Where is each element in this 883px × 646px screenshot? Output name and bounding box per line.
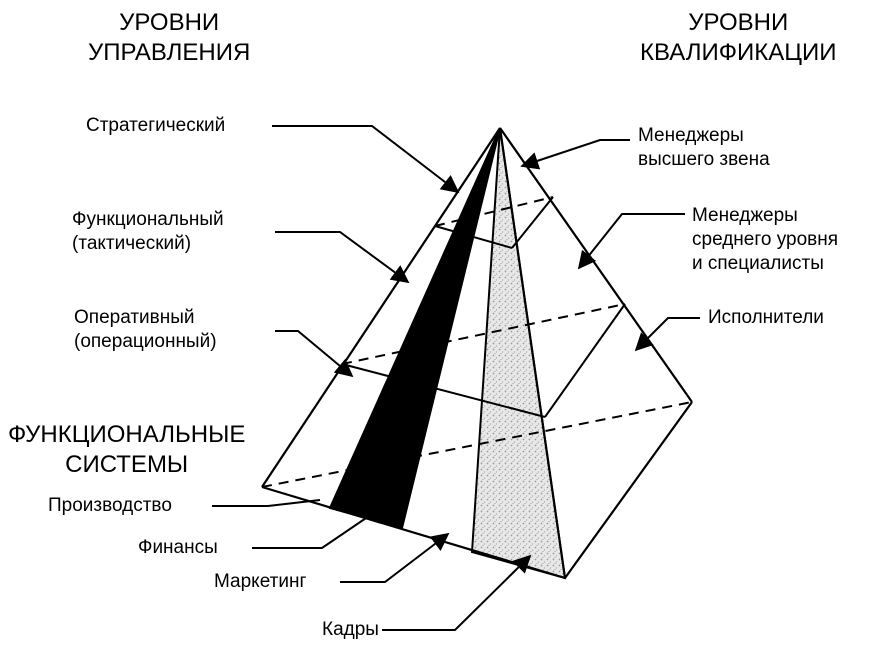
leader-production (212, 499, 321, 507)
label-marketing: Маркетинг (214, 571, 307, 592)
header-qualification-line-1: УРОВНИ (688, 9, 789, 36)
label-top-managers: Менеджеры высшего звена (638, 124, 770, 172)
label-operative-line-1: Оперативный (74, 307, 195, 328)
header-management-levels: УРОВНИ УПРАВЛЕНИЯ (88, 8, 250, 68)
label-personnel: Кадры (322, 619, 379, 640)
leader-executors (634, 317, 700, 352)
label-top-managers-line-1: Менеджеры (638, 125, 744, 146)
leader-functional (275, 231, 410, 284)
label-functional-line-2: (тактический) (72, 233, 192, 254)
leader-finance (252, 513, 373, 549)
label-finance: Финансы (138, 537, 218, 558)
header-functional-line-1: ФУНКЦИОНАЛЬНЫЕ (8, 421, 246, 448)
label-operative: Оперативный (операционный) (74, 306, 217, 354)
level-lines-hidden (261, 196, 693, 488)
label-middle-managers-line-3: и специалисты (692, 253, 824, 274)
management-leaders (272, 125, 460, 378)
leader-marketing (340, 532, 450, 583)
label-production: Производство (48, 495, 172, 516)
label-strategic: Стратегический (86, 115, 226, 136)
leader-personnel (382, 554, 532, 631)
label-top-managers-line-2: высшего звена (638, 149, 770, 170)
level-lines-front (341, 196, 626, 418)
leader-strategic (272, 125, 460, 194)
leader-operative (275, 330, 354, 378)
qualification-leaders (520, 139, 700, 352)
header-functional-systems: ФУНКЦИОНАЛЬНЫЕ СИСТЕМЫ (8, 420, 245, 480)
header-management-line-1: УРОВНИ (119, 9, 220, 36)
header-management-line-2: УПРАВЛЕНИЯ (88, 39, 251, 66)
header-qualification-levels: УРОВНИ КВАЛИФИКАЦИИ (640, 8, 836, 68)
leader-top-managers (520, 139, 630, 170)
label-executors: Исполнители (708, 307, 824, 328)
label-middle-managers: Менеджеры среднего уровня и специалисты (692, 204, 838, 276)
label-functional: Функциональный (тактический) (72, 208, 224, 256)
header-functional-line-2: СИСТЕМЫ (65, 451, 189, 478)
personnel-wedge (470, 127, 567, 580)
finance-wedge (328, 127, 501, 530)
leader-middle-managers (577, 213, 685, 270)
header-qualification-line-2: КВАЛИФИКАЦИИ (640, 39, 837, 66)
functional-leaders (212, 499, 532, 631)
label-middle-managers-line-2: среднего уровня (692, 229, 839, 250)
label-functional-line-1: Функциональный (72, 209, 224, 230)
label-operative-line-2: (операционный) (74, 331, 217, 352)
label-middle-managers-line-1: Менеджеры (692, 205, 798, 226)
